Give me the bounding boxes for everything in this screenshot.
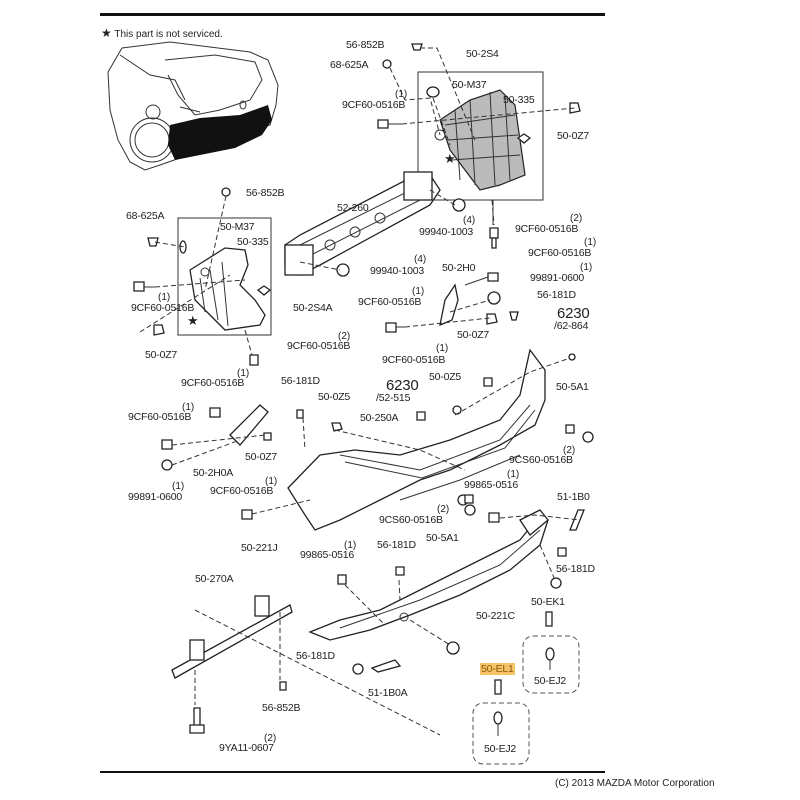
qty: (1) <box>237 368 250 379</box>
qty: (1) <box>412 286 425 297</box>
label-50-250A: 50-250A <box>360 412 399 424</box>
label-56-852B: 56-852B <box>246 187 285 199</box>
label-50-EK1: 50-EK1 <box>531 596 565 608</box>
label-9CS60-0516B: 9CS60-0516B <box>379 514 443 526</box>
bumper-lower-diffuser <box>308 509 549 641</box>
label-99940-1003: 99940-1003 <box>419 226 474 238</box>
qty: (1) <box>580 262 593 273</box>
label-50-2H0A: 50-2H0A <box>193 467 234 479</box>
qty: (2) <box>264 733 277 744</box>
bracket-box-50-2S4A <box>177 217 272 336</box>
qty: (1) <box>172 481 185 492</box>
label-50-0Z5: 50-0Z5 <box>318 391 351 403</box>
not-serviced-star-icon: ★ <box>187 313 199 328</box>
label-51-1B0A: 51-1B0A <box>368 687 408 699</box>
label-9CF60-0516B: 9CF60-0516B <box>128 411 192 423</box>
bumper-reinforcement <box>284 171 441 276</box>
label-99865-0516: 99865-0516 <box>300 549 355 561</box>
qty: (4) <box>414 254 427 265</box>
label-50-335: 50-335 <box>237 236 269 248</box>
label-68-625A: 68-625A <box>330 59 369 71</box>
top-rule <box>100 13 605 16</box>
vehicle-rear-illustration <box>107 41 279 171</box>
label-99940-1003: 99940-1003 <box>370 265 425 277</box>
label-50-M37: 50-M37 <box>452 79 487 91</box>
note-text: This part is not serviced. <box>114 29 223 40</box>
label-56-181D: 56-181D <box>556 563 595 575</box>
label-50-221J: 50-221J <box>241 542 278 554</box>
qty: (1) <box>584 237 597 248</box>
qty: (1) <box>436 343 449 354</box>
label-99865-0516: 99865-0516 <box>464 479 519 491</box>
license-plate-bracket <box>171 595 293 679</box>
label-50-0Z7: 50-0Z7 <box>145 349 178 361</box>
label-52-515-ref: /52-515 <box>376 392 411 404</box>
qty: (2) <box>338 331 351 342</box>
tow-hook-box-bottom <box>472 702 530 765</box>
label-56-181D: 56-181D <box>296 650 335 662</box>
label-56-181D: 56-181D <box>537 289 576 301</box>
qty: (2) <box>437 504 450 515</box>
qty: (2) <box>570 213 583 224</box>
label-50-270A: 50-270A <box>195 573 234 585</box>
label-99891-0600: 99891-0600 <box>128 491 183 503</box>
label-62-864-ref: /62-864 <box>554 320 589 332</box>
qty: (1) <box>395 89 408 100</box>
bottom-rule <box>100 771 605 773</box>
tow-hook-box-right <box>522 635 580 694</box>
label-50-221C: 50-221C <box>476 610 515 622</box>
label-56-852B: 56-852B <box>262 702 301 714</box>
label-9CF60-0516B: 9CF60-0516B <box>181 377 245 389</box>
label-68-625A: 68-625A <box>126 210 165 222</box>
qty: (1) <box>265 476 278 487</box>
qty: (1) <box>507 469 520 480</box>
label-52-260: 52-260 <box>337 202 369 214</box>
label-9CF60-0516B: 9CF60-0516B <box>358 296 422 308</box>
qty: (1) <box>158 292 171 303</box>
label-6230-ref: 6230 <box>386 377 419 394</box>
label-99891-0600: 99891-0600 <box>530 272 585 284</box>
label-9CF60-0516B: 9CF60-0516B <box>515 223 579 235</box>
label-50-2S4A: 50-2S4A <box>293 302 333 314</box>
label-56-852B: 56-852B <box>346 39 385 51</box>
label-56-181D: 56-181D <box>377 539 416 551</box>
label-50-5A1: 50-5A1 <box>426 532 459 544</box>
qty: (1) <box>344 540 357 551</box>
qty: (4) <box>463 215 476 226</box>
label-50-5A1: 50-5A1 <box>556 381 589 393</box>
label-50-0Z7: 50-0Z7 <box>245 451 278 463</box>
label-9CS60-0516B: 9CS60-0516B <box>509 454 573 466</box>
label-9CF60-0516B: 9CF60-0516B <box>342 99 406 111</box>
label-50-EJ2: 50-EJ2 <box>484 743 517 755</box>
label-9CF60-0516B: 9CF60-0516B <box>210 485 274 497</box>
copyright: (C) 2013 MAZDA Motor Corporation <box>555 778 715 789</box>
not-serviced-note: ★ This part is not serviced. <box>101 26 223 40</box>
label-50-M37: 50-M37 <box>220 221 255 233</box>
label-9YA11-0607: 9YA11-0607 <box>219 742 274 754</box>
label-50-2H0: 50-2H0 <box>442 262 476 274</box>
label-50-2S4: 50-2S4 <box>466 48 499 60</box>
label-6230-ref: 6230 <box>557 305 590 322</box>
label-56-181D: 56-181D <box>281 375 320 387</box>
not-serviced-star-icon: ★ <box>444 151 456 166</box>
label-50-335: 50-335 <box>503 94 535 106</box>
qty: (1) <box>182 402 195 413</box>
label-9CF60-0516B: 9CF60-0516B <box>382 354 446 366</box>
qty: (2) <box>563 445 576 456</box>
bumper-fascia-upper <box>287 348 546 531</box>
label-50-EJ2: 50-EJ2 <box>534 675 567 687</box>
label-9CF60-0516B: 9CF60-0516B <box>528 247 592 259</box>
highlighted-part-50-EL1[interactable]: 50-EL1 <box>480 663 515 675</box>
label-9CF60-0516B: 9CF60-0516B <box>287 340 351 352</box>
label-50-0Z7: 50-0Z7 <box>457 329 490 341</box>
bracket-box-50-2S4 <box>417 71 544 201</box>
label-50-0Z7: 50-0Z7 <box>557 130 590 142</box>
label-9CF60-0516B: 9CF60-0516B <box>131 302 195 314</box>
label-50-EL1: 50-EL1 <box>480 663 515 675</box>
label-50-0Z5: 50-0Z5 <box>429 371 462 383</box>
star-icon: ★ <box>101 26 112 40</box>
label-51-1B0: 51-1B0 <box>557 491 590 503</box>
